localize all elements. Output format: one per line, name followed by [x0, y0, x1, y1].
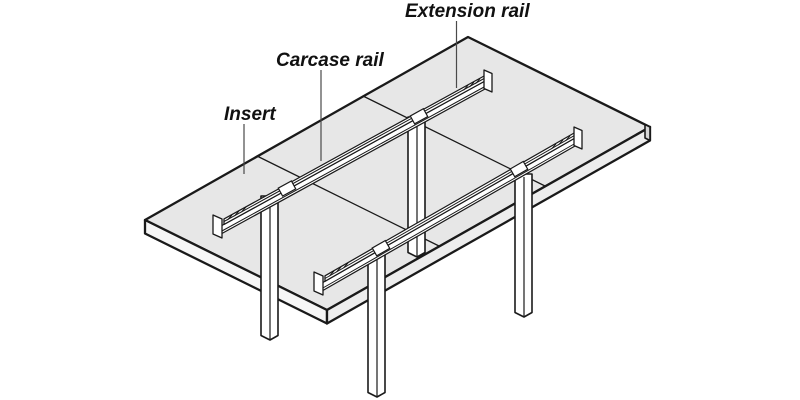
- rail-end-bracket-right: [483, 69, 493, 93]
- front-rail-assembly: [313, 126, 583, 296]
- tabletop-corner-face: [644, 123, 651, 142]
- table-legs: [260, 116, 533, 398]
- back-rail-assembly: [212, 69, 493, 239]
- rail-end-bracket-left: [313, 271, 324, 296]
- rail-mounting-clip: [277, 180, 297, 197]
- rail-end-bracket-right: [573, 126, 583, 150]
- rail-hatch-ticks: [227, 78, 481, 221]
- carcase-rail-lip: [220, 86, 486, 232]
- rail-end-bracket-left: [212, 214, 223, 239]
- label-carcase-rail: Carcase rail: [276, 50, 384, 71]
- annotations: Extension rail Carcase rail Insert: [224, 1, 530, 174]
- label-insert: Insert: [224, 104, 276, 125]
- rail-mounting-clip: [509, 160, 529, 178]
- label-extension-rail: Extension rail: [405, 1, 530, 22]
- leg-front-left: [367, 254, 386, 398]
- extension-rail-groove: [223, 77, 486, 222]
- extension-rail-groove: [324, 134, 576, 279]
- rail-mounting-clip: [371, 239, 391, 257]
- leg-back-left: [260, 195, 279, 341]
- rail-hatch-ticks: [329, 135, 571, 277]
- rail-mounting-clip: [409, 107, 429, 125]
- leg-front-right: [514, 173, 533, 318]
- carcase-rail-lip: [321, 143, 576, 289]
